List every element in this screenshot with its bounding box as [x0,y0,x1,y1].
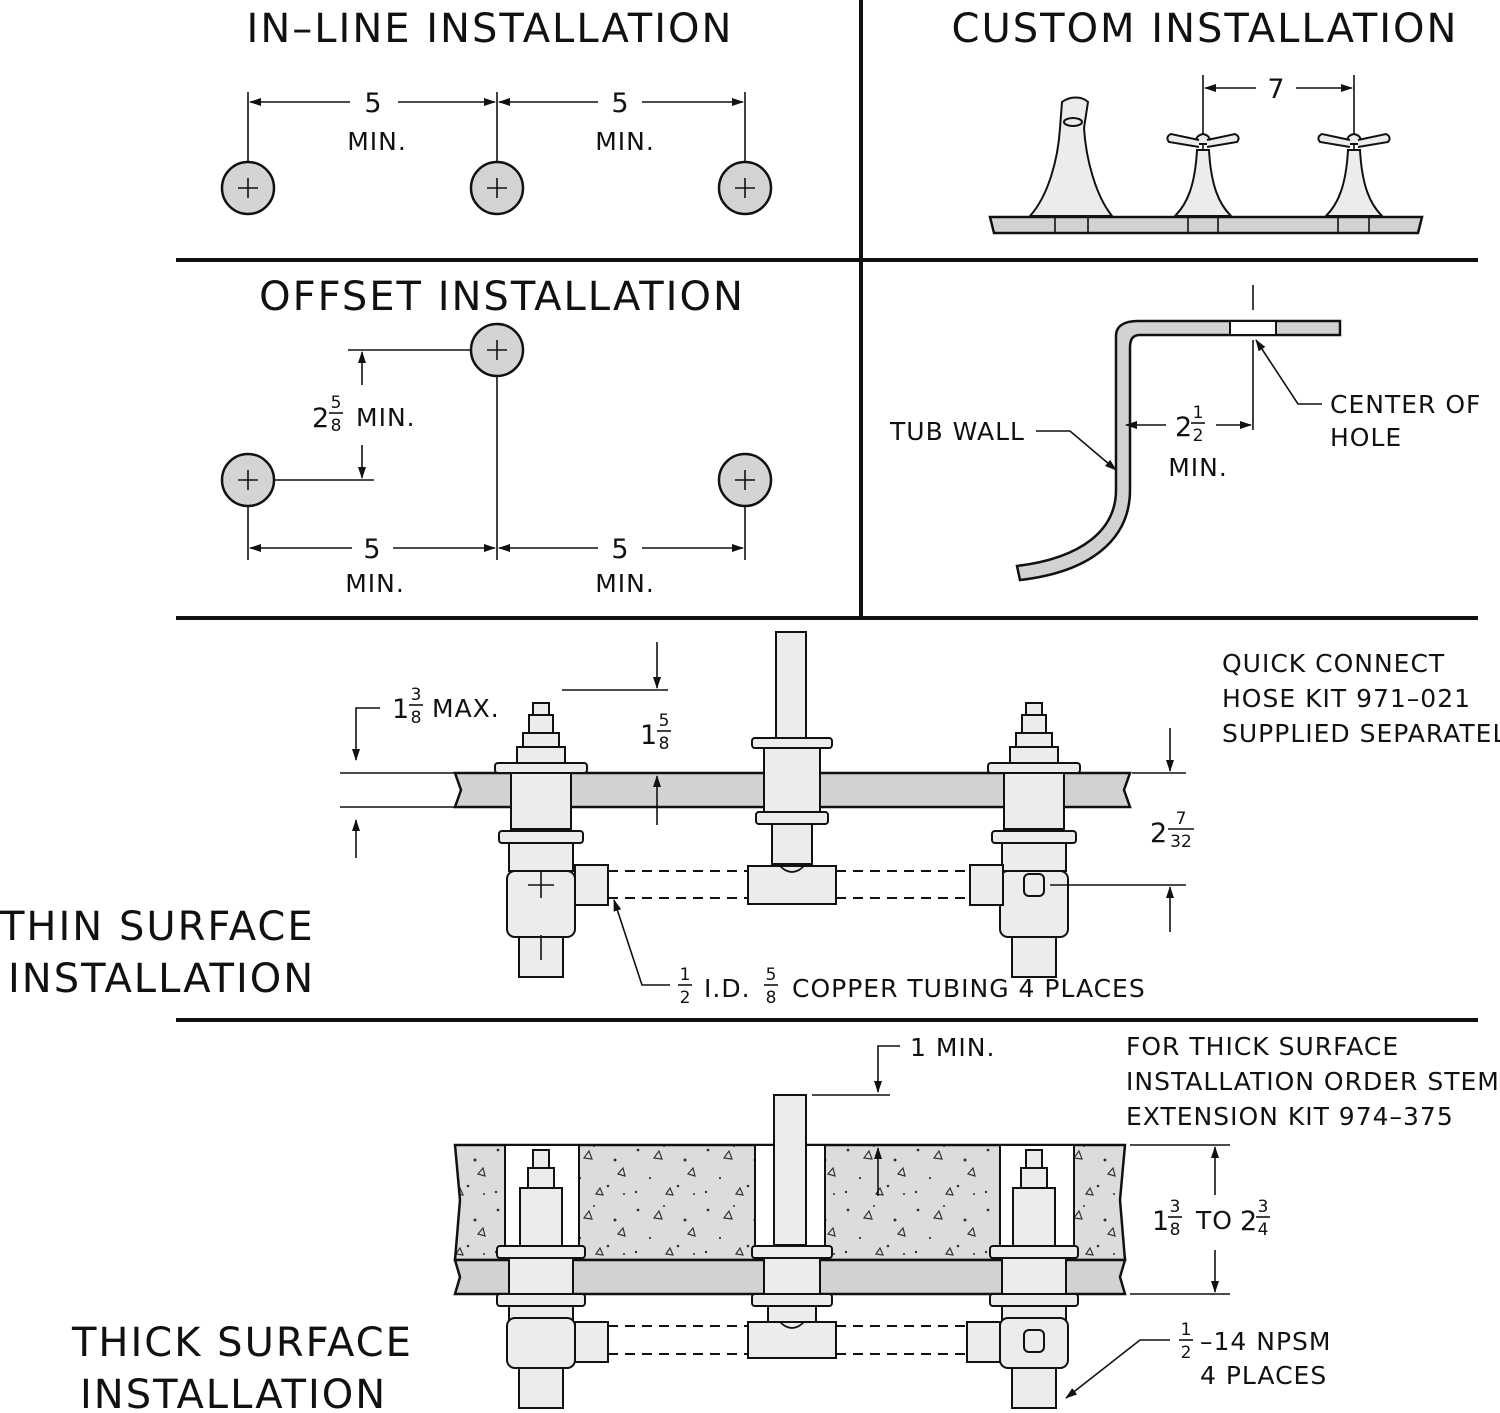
thick-left-valve-icon [496,1149,609,1409]
tube-a-den: 2 [680,988,691,1008]
thin-spout-num: 5 [659,711,670,731]
spout-icon [1027,96,1115,217]
range-a-num: 3 [1170,1197,1181,1217]
thin-max-whole: 1 [392,694,409,725]
offset-dim-right: 5 [611,534,628,565]
thin-height-whole: 2 [1150,818,1167,849]
offset-vert-sub: MIN. [356,403,416,432]
right-valve-icon [969,702,1081,978]
thin-max-den: 8 [411,708,422,728]
offset-vert-whole: 2 [312,403,329,434]
offset-title: OFFSET INSTALLATION [259,274,745,320]
range-b-whole: 2 [1240,1206,1257,1237]
offset-vert-num: 5 [331,393,342,413]
thin-spout-icon [747,631,837,905]
tube-a-num: 1 [680,965,691,985]
range-b-num: 3 [1258,1197,1269,1217]
tube-text: COPPER TUBING 4 PLACES [792,974,1146,1003]
offset-vert-den: 8 [331,416,342,436]
thin-title-line2: INSTALLATION [8,956,315,1002]
thread-text: –14 NPSM [1200,1327,1331,1356]
panel-separators [176,0,1478,1022]
center-of-hole-line2: HOLE [1330,423,1402,452]
thick-min-label: 1 MIN. [910,1033,995,1062]
hole-icon [717,452,773,508]
hole-icon [220,160,276,216]
offset-dim-right-sub: MIN. [595,569,655,598]
thick-spout-icon [747,1094,837,1359]
custom-installation-panel: CUSTOM INSTALLATION 7 [952,6,1459,235]
thin-height-den: 32 [1170,832,1192,852]
range-a-den: 8 [1170,1220,1181,1240]
inline-dim-right: 5 [611,88,628,119]
tub-wall-panel: 2 1 2 MIN. TUB WALL CENTER OF HOLE [889,285,1481,582]
thin-title-line1: THIN SURFACE [0,904,315,950]
inline-dim-right-sub: MIN. [595,127,655,156]
range-to: TO [1195,1206,1233,1235]
tub-dim-sub: MIN. [1168,453,1228,482]
tub-wall-shape [1015,319,1342,582]
left-valve-icon [494,702,609,978]
tub-dim-den: 2 [1193,426,1204,446]
thick-title-line1: THICK SURFACE [71,1320,413,1366]
inline-installation-panel: IN–LINE INSTALLATION 5 MIN. 5 MIN. [220,6,773,216]
deck-plate [988,215,1424,235]
hole-icon [469,322,525,378]
thick-note-line2: INSTALLATION ORDER STEM [1126,1067,1500,1096]
inline-title: IN–LINE INSTALLATION [247,6,734,52]
thin-max-sub: MAX. [432,694,500,723]
tube-id: I.D. [704,974,751,1003]
tub-dim-num: 1 [1193,403,1204,423]
range-b-den: 4 [1258,1220,1269,1240]
thick-note-line3: EXTENSION KIT 974–375 [1126,1102,1454,1131]
thin-note-line3: SUPPLIED SEPARATELY [1222,719,1500,748]
thick-note-line1: FOR THICK SURFACE [1126,1032,1399,1061]
hole-icon [220,452,276,508]
tub-dim-whole: 2 [1175,412,1192,443]
thin-note-line2: HOSE KIT 971–021 [1222,684,1471,713]
hole-icon [717,160,773,216]
tube-b-num: 5 [766,965,777,985]
center-of-hole-line1: CENTER OF [1330,390,1481,419]
thin-spout-whole: 1 [640,720,657,751]
thin-height-num: 7 [1176,809,1187,829]
tub-wall-label: TUB WALL [889,417,1025,446]
thread-den: 2 [1181,1343,1192,1363]
thread-num: 1 [1181,1320,1192,1340]
tube-b-den: 8 [766,988,777,1008]
offset-installation-panel: OFFSET INSTALLATION 2 5 8 MIN. 5 MIN. 5 … [220,274,773,598]
thin-max-num: 3 [411,685,422,705]
offset-dim-left-sub: MIN. [345,569,405,598]
custom-title: CUSTOM INSTALLATION [952,6,1459,52]
inline-dim-left-sub: MIN. [347,127,407,156]
thin-note-line1: QUICK CONNECT [1222,649,1445,678]
thick-right-valve-icon [966,1149,1079,1409]
thin-surface-panel: THIN SURFACE INSTALLATION QUICK CONNECT … [0,631,1500,1008]
thick-title-line2: INSTALLATION [80,1372,387,1413]
offset-dim-left: 5 [363,534,380,565]
hole-icon [469,160,525,216]
thin-spout-den: 8 [659,734,670,754]
range-a-whole: 1 [1152,1206,1169,1237]
custom-dim: 7 [1267,74,1284,105]
inline-dim-left: 5 [364,88,381,119]
thread-places: 4 PLACES [1200,1361,1327,1390]
thick-surface-panel: THICK SURFACE INSTALLATION FOR THICK SUR… [71,1032,1500,1413]
